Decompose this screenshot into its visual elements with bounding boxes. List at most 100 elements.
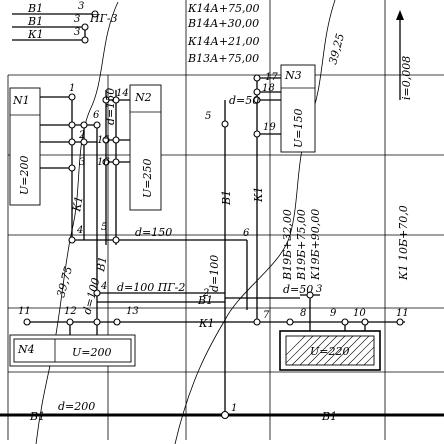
node-7: [253, 318, 261, 326]
node-label-2: 2: [78, 130, 85, 141]
node-label-12: 12: [64, 306, 77, 317]
pipe-d200-bottom: d=200: [58, 400, 95, 413]
building-n1: [9, 87, 41, 206]
node-label-8: 8: [300, 308, 306, 319]
labels: В1 3 В1 3 К1 3 ПГ-3 К14А+75,00 В14А+30,0…: [12, 1, 413, 423]
legend-number-1: 3: [78, 1, 84, 12]
building-n5-inner: [285, 335, 375, 366]
building-n4-label: N4: [17, 343, 35, 356]
node-label-7: 7: [263, 310, 270, 321]
node-n1-e: [68, 138, 76, 146]
contour-label-left: 39,75: [54, 265, 75, 299]
pipe-k1-center: К1: [252, 186, 265, 203]
node-label-5-left: 5: [101, 222, 107, 233]
node-3-right: [306, 291, 314, 299]
node-label-19: 19: [263, 122, 276, 133]
building-n5-hatch: [286, 336, 374, 365]
node-10: [361, 318, 369, 326]
node-11-left: [23, 318, 31, 326]
node-n1-c: [80, 121, 88, 129]
node-label-10: 10: [353, 308, 366, 319]
node-18: [253, 88, 261, 96]
node-label-4-left: 4: [76, 225, 83, 236]
pipe-k1-left: К1: [70, 195, 86, 214]
node-9: [341, 318, 349, 326]
building-n3-label: N3: [284, 69, 302, 82]
pipe-k1-main: К1: [198, 317, 215, 330]
node-12b: [93, 318, 101, 326]
node-label-3: 3: [79, 157, 85, 168]
building-n5-u: U=220: [310, 345, 349, 358]
pipe-b1-left-bottom: В1: [29, 410, 45, 423]
elevation-top-4: В13А+75,00: [187, 52, 259, 65]
node-label-6-center: 6: [243, 228, 250, 239]
node-label-11-left: 11: [18, 306, 31, 317]
elevation-right-1: В19Б+32,00: [281, 209, 294, 281]
node-n1-a: [68, 93, 76, 101]
node-n1-g: [68, 164, 76, 172]
pipe-d100-center: d=100: [208, 255, 221, 292]
node-5: [112, 236, 120, 244]
pipe-b1-center: В1: [220, 190, 233, 206]
node-19: [253, 130, 261, 138]
contour-line-right: [174, 0, 336, 444]
node-center-5: [221, 120, 229, 128]
survey-grid: [7, 0, 444, 440]
building-n4-u: U=200: [72, 346, 111, 359]
node-n2-c: [102, 136, 110, 144]
node-label-13: 13: [126, 306, 139, 317]
pipe-d50-right: d=50: [283, 283, 313, 296]
node-12: [66, 318, 74, 326]
node-label-2-row: 2: [202, 288, 209, 299]
node-n1-b: [68, 121, 76, 129]
node-n2-d: [112, 136, 120, 144]
building-n4-inner: [13, 338, 132, 363]
building-n1-label: N1: [12, 94, 30, 107]
building-n1-u: U=200: [18, 156, 31, 195]
legend-node-3: [81, 36, 89, 44]
pipe-b1-right-bottom: В1: [321, 410, 337, 423]
legend-number-3: 3: [74, 27, 80, 38]
pipe-d100-pg2: d=100 ПГ-2: [117, 281, 185, 294]
node-n1-d: [93, 121, 101, 129]
elevation-vertical: К1 10Б+70,0: [397, 205, 410, 281]
contour-label-right: 39,25: [326, 32, 347, 66]
pipe-d50-n3: d=50: [229, 94, 259, 107]
slope-arrow: [396, 10, 404, 100]
elevation-top-1: К14А+75,00: [187, 2, 260, 15]
building-n3-u: U=150: [292, 109, 305, 148]
legend-code-1: В1: [27, 2, 43, 15]
pipe-d150-vertical: d=150: [104, 88, 117, 125]
node-n1-f: [80, 138, 88, 146]
node-label-5-center: 5: [205, 111, 211, 122]
node-label-11-right: 11: [396, 308, 409, 319]
building-n2-label: N2: [134, 91, 152, 104]
legend-code-3: К1: [27, 28, 44, 41]
elevation-top-2: В14А+30,00: [187, 17, 259, 30]
node-n2-b: [112, 96, 120, 104]
node-label-9: 9: [330, 308, 337, 319]
elevation-right-3: К19Б+90,00: [309, 209, 322, 281]
legend-node-2: [81, 23, 89, 31]
node-n2-e: [102, 158, 110, 166]
node-label-1-bottom: 1: [231, 403, 237, 414]
pipe-b1-mid: В1: [197, 294, 213, 307]
node-label-4-row: 4: [100, 281, 107, 292]
node-4-row: [93, 289, 101, 297]
building-n2: [129, 84, 162, 211]
legend-node-1: [91, 10, 99, 18]
node-label-1: 1: [69, 83, 75, 94]
node-8: [286, 318, 294, 326]
node-label-16: 16: [97, 157, 110, 168]
legend-code-2: В1: [27, 15, 43, 28]
pipe-d150-horizontal: d=150: [135, 226, 172, 239]
legend-label: ПГ-3: [89, 12, 118, 25]
nodes[interactable]: [23, 10, 404, 420]
node-11-right: [396, 318, 404, 326]
node-17: [253, 74, 261, 82]
building-n2-u: U=250: [141, 159, 154, 198]
node-1-bottom: [220, 410, 230, 420]
legend-number-2: 3: [74, 14, 80, 25]
node-n2-a: [102, 96, 110, 104]
